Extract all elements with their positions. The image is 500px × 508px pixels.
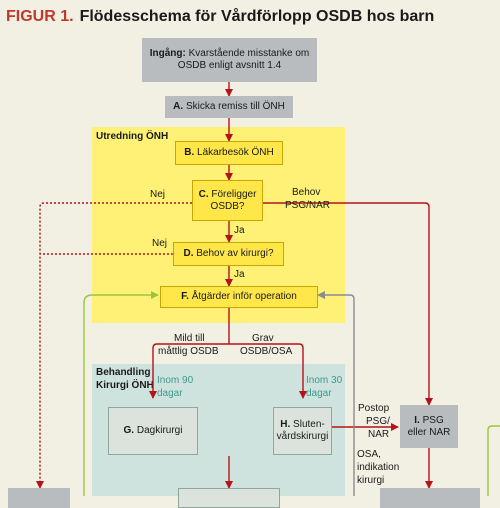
entry-box: Ingång: Kvarstående misstanke om OSDB en…: [142, 38, 317, 82]
arrow-green-right: [487, 425, 500, 496]
label-ja-d: Ja: [234, 269, 245, 280]
label-osa-3: kirurgi: [357, 475, 385, 486]
label-mild-1: Mild till: [174, 333, 205, 344]
utredning-region-label: Utredning ÖNH: [96, 131, 169, 142]
label-postop-3: NAR: [368, 429, 390, 440]
label-postop-1: Postop: [358, 403, 390, 414]
label-behov: Behov: [292, 187, 321, 198]
arrow-green-return: [83, 291, 159, 496]
box-i: I. PSG eller NAR: [400, 405, 458, 448]
label-osa-1: OSA,: [357, 449, 381, 460]
box-bottom-center: [178, 488, 280, 508]
label-postop-2: PSG/: [366, 416, 390, 427]
label-inom30-1: Inom 30: [306, 375, 343, 386]
label-inom90-1: Inom 90: [157, 375, 194, 386]
arrow-gray-return: [317, 291, 355, 496]
figure-title-text: Flödesschema för Vårdförlopp OSDB hos ba…: [79, 8, 435, 25]
box-g: G. Dagkirurgi: [108, 407, 198, 455]
box-c: C. Föreligger OSDB?: [192, 180, 263, 221]
box-d: D. Behov av kirurgi?: [173, 242, 284, 266]
label-mild-2: måttlig OSDB: [158, 346, 219, 357]
label-grav-1: Grav: [252, 333, 274, 344]
behandling-region-label-2: Kirurgi ÖNH: [96, 380, 154, 391]
flow-arrows: [36, 82, 500, 496]
box-f: F. Åtgärder inför operation: [160, 286, 318, 308]
arrow-to-g: [149, 343, 229, 399]
label-ja-c: Ja: [234, 225, 245, 236]
behandling-region-label-1: Behandling: [96, 367, 151, 378]
figure-number: FIGUR 1.: [6, 8, 74, 25]
box-a: A. Skicka remiss till ÖNH: [165, 96, 293, 118]
box-b: B. Läkarbesök ÖNH: [175, 141, 283, 165]
box-bottom-left: [8, 488, 70, 508]
box-h: H. Sluten- vårdskirurgi: [273, 407, 332, 455]
figure-title: FIGUR 1. Flödesschema för Vårdförlopp OSD…: [6, 7, 434, 27]
label-inom30-2: dagar: [306, 388, 332, 399]
label-nej-d: Nej: [152, 238, 168, 249]
box-bottom-right: [380, 488, 480, 508]
arrow-c-nej: [36, 202, 192, 489]
arrow-to-h: [229, 343, 307, 399]
label-psg-nar: PSG/NAR: [285, 200, 331, 211]
label-nej-c: Nej: [150, 189, 166, 200]
label-osa-2: indikation: [357, 462, 400, 473]
label-grav-2: OSDB/OSA: [240, 346, 293, 357]
arrow-c-to-i: [263, 202, 433, 406]
label-inom90-2: dagar: [157, 388, 183, 399]
